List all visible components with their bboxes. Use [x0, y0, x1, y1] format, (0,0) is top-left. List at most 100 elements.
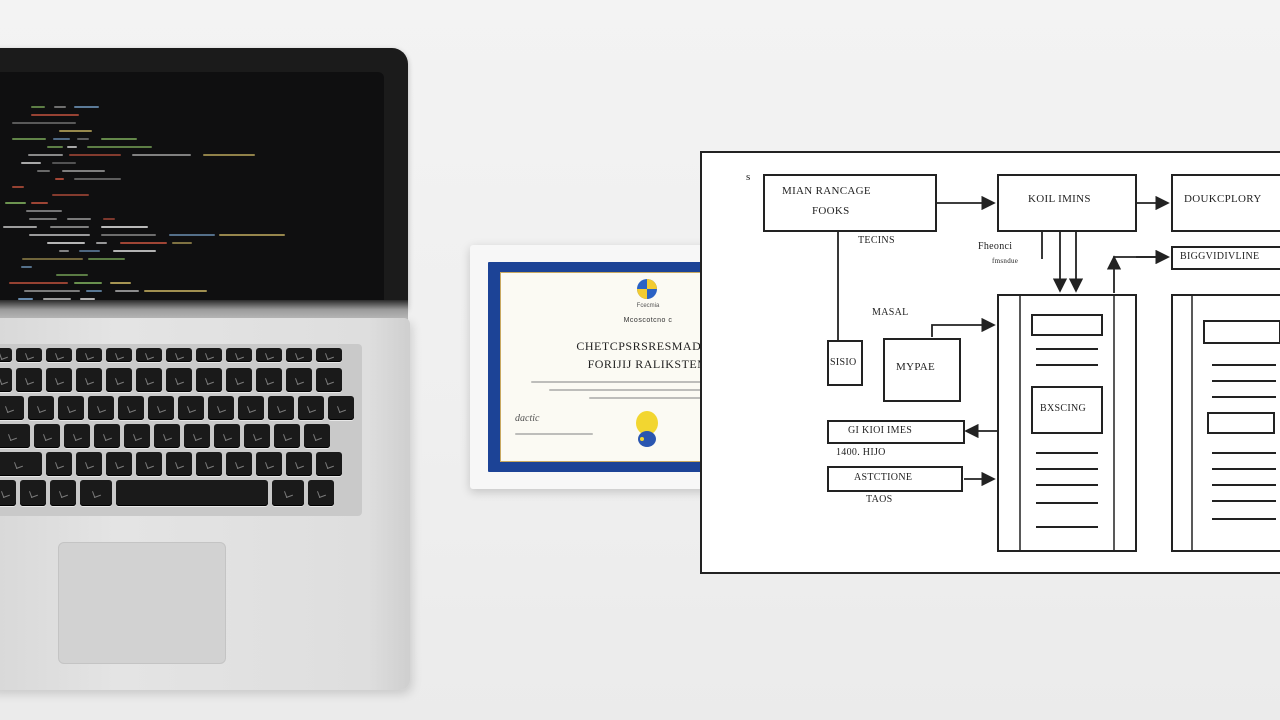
diagram-box-biggvidivline	[1171, 246, 1280, 270]
key-glyph	[205, 376, 214, 385]
code-line	[29, 234, 90, 236]
key-glyph	[14, 460, 23, 469]
code-line	[132, 154, 191, 156]
keyboard-key	[0, 368, 12, 392]
code-line	[3, 226, 37, 228]
diagram-box8-label: GI KIOI IMES	[848, 425, 913, 436]
code-line	[54, 106, 66, 108]
code-line	[101, 226, 148, 228]
code-line	[12, 138, 46, 140]
keyboard-key	[328, 396, 354, 420]
keyboard-key	[304, 424, 330, 448]
code-line	[52, 162, 76, 164]
keyboard-key	[298, 396, 324, 420]
keyboard-key	[196, 368, 222, 392]
keyboard-key	[46, 452, 72, 476]
key-glyph	[284, 489, 293, 498]
key-glyph	[265, 351, 274, 360]
key-glyph	[235, 351, 244, 360]
key-glyph	[205, 351, 214, 360]
keyboard-key	[76, 348, 102, 362]
diagram-corner-mark: s	[746, 171, 751, 183]
diagram-box1-line1: MIAN RANCAGE	[782, 185, 871, 197]
code-line	[169, 234, 215, 236]
code-line	[52, 194, 89, 196]
key-glyph	[223, 432, 232, 441]
key-glyph	[8, 432, 17, 441]
diagram-box1-line2: FOOKS	[812, 205, 850, 217]
keyboard-key	[272, 480, 304, 506]
keyboard-key	[124, 424, 150, 448]
key-glyph	[85, 376, 94, 385]
diagram-box-astctione	[827, 466, 963, 492]
key-glyph	[115, 376, 124, 385]
code-line	[50, 226, 89, 228]
laptop-lid	[0, 48, 408, 342]
diagram-panel-right	[1171, 294, 1280, 552]
diagram-box-gi-kioi-imes	[827, 420, 965, 444]
diagram-label-taos: TAOS	[866, 494, 893, 505]
code-line	[18, 298, 33, 300]
keyboard-key	[166, 368, 192, 392]
diagram-box9-label: ASTCTIONE	[854, 472, 913, 483]
code-line	[74, 282, 102, 284]
key-glyph	[307, 404, 316, 413]
keyboard-key	[244, 424, 270, 448]
key-glyph	[103, 432, 112, 441]
keyboard-key	[0, 348, 12, 362]
key-glyph	[157, 404, 166, 413]
laptop-deck	[0, 318, 410, 690]
key-glyph	[163, 432, 172, 441]
keyboard-key	[64, 424, 90, 448]
key-glyph	[187, 404, 196, 413]
diagram-panel-right-header	[1203, 320, 1280, 344]
keyboard-key	[214, 424, 240, 448]
certificate-logo-caption: Fcecmia	[636, 303, 660, 309]
keyboard-key	[286, 452, 312, 476]
keyboard-key	[184, 424, 210, 448]
trackpad	[58, 542, 226, 664]
code-line	[74, 106, 99, 108]
code-line	[53, 138, 70, 140]
key-glyph	[55, 460, 64, 469]
diagram-box3-label: DOUKCPLORY	[1184, 193, 1262, 205]
keyboard-key	[256, 368, 282, 392]
code-line	[43, 298, 71, 300]
keyboard-key	[226, 348, 252, 362]
diagram-panel-right-box	[1207, 412, 1275, 434]
key-glyph	[235, 376, 244, 385]
keyboard-key	[154, 424, 180, 448]
code-line	[69, 154, 121, 156]
key-glyph	[325, 376, 334, 385]
code-line	[26, 210, 62, 212]
keyboard-key	[118, 396, 144, 420]
code-line	[67, 146, 77, 148]
diagram-panel-center-header	[1031, 314, 1103, 336]
key-glyph	[133, 432, 142, 441]
keyboard-key	[166, 348, 192, 362]
code-line	[67, 218, 91, 220]
code-line	[47, 242, 85, 244]
keyboard-key	[46, 348, 72, 362]
key-glyph	[85, 460, 94, 469]
keyboard-key	[94, 424, 120, 448]
keyboard-key	[308, 480, 334, 506]
keyboard-key	[0, 396, 24, 420]
diagram-label-fheonci: Fheonci	[978, 241, 1013, 252]
keyboard-key	[34, 424, 60, 448]
certificate-title-line2: FORIJIJ RALIKSTEM	[587, 357, 709, 371]
keyboard-key	[196, 452, 222, 476]
diagram-box-doukcplory	[1171, 174, 1280, 232]
keyboard-key	[16, 368, 42, 392]
keyboard-key	[316, 452, 342, 476]
code-line	[37, 170, 50, 172]
keyboard-key	[46, 368, 72, 392]
diagram-box6-label: SISIO	[830, 357, 857, 368]
code-line	[79, 250, 100, 252]
code-line	[9, 282, 68, 284]
key-glyph	[205, 460, 214, 469]
key-glyph	[295, 351, 304, 360]
key-glyph	[175, 376, 184, 385]
code-line	[88, 258, 125, 260]
keyboard-key	[148, 396, 174, 420]
